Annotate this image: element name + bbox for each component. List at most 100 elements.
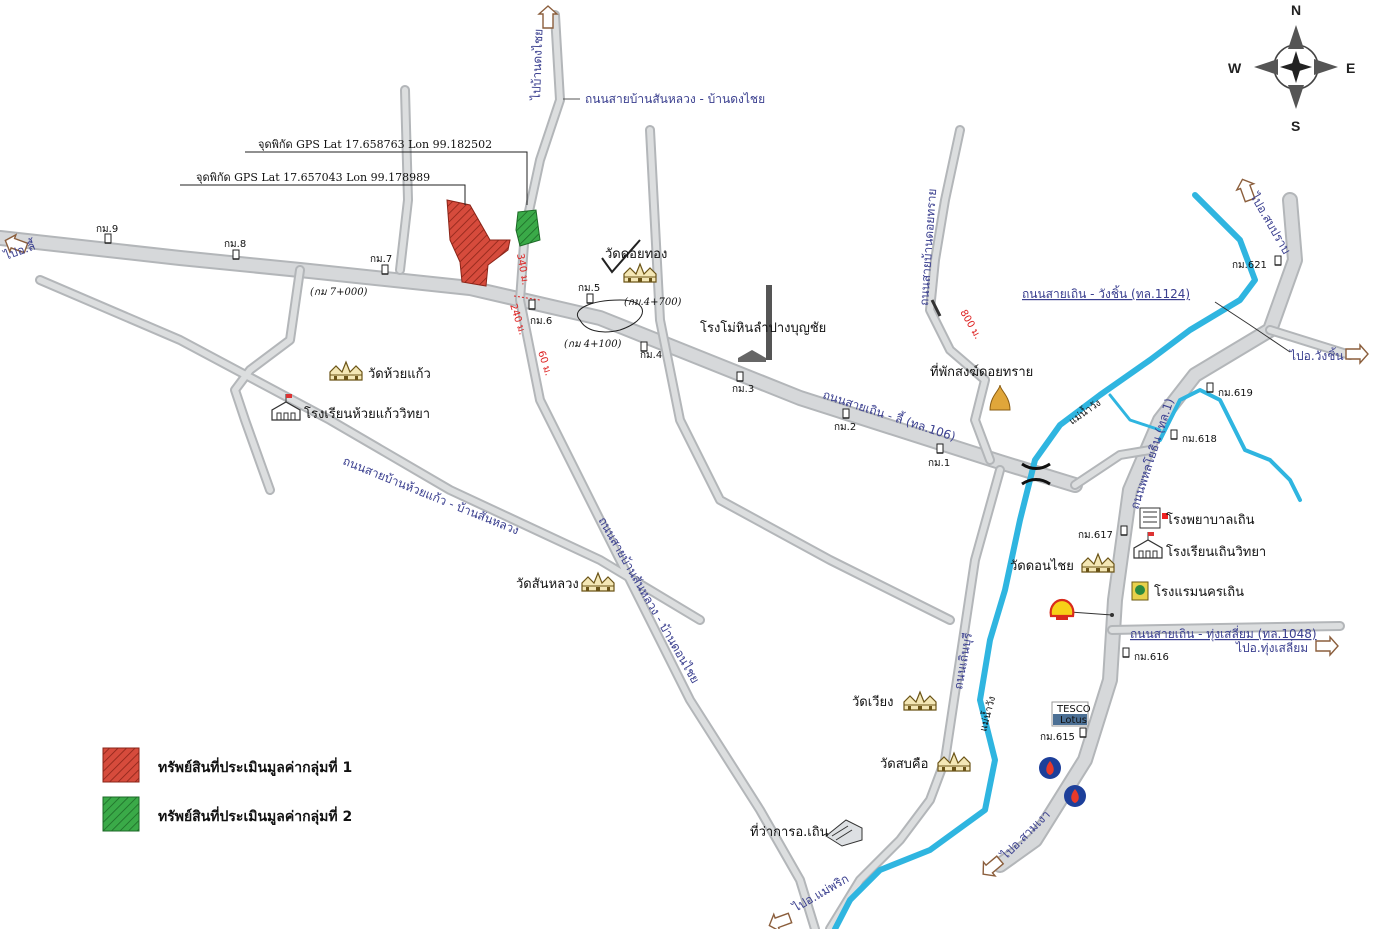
svg-text:โรงเรียนห้วยแก้ววิทยา: โรงเรียนห้วยแก้ววิทยา — [304, 406, 430, 422]
km-619: กม.619 — [1206, 382, 1253, 399]
km-1: กม.1 — [928, 443, 950, 469]
bridge-icon — [1021, 462, 1051, 486]
road-label-huaikaeo-sanluang: ถนนสายบ้านห้วยแก้ว - บ้านสันหลวง — [341, 454, 521, 538]
property-group-1-parcel — [446, 199, 511, 287]
place-school-huai-kaeo: โรงเรียนห้วยแก้ววิทยา — [271, 393, 430, 422]
svg-text:กม.6: กม.6 — [530, 316, 552, 327]
road-thoen-li — [0, 230, 1083, 493]
svg-text:โรงแรมนครเถิน: โรงแรมนครเถิน — [1154, 584, 1244, 600]
place-wat-huai-kaeo: วัดห้วยแก้ว — [329, 361, 431, 382]
km-617: กม.617 — [1078, 525, 1128, 541]
svg-text:วัดสันหลวง: วัดสันหลวง — [516, 577, 579, 592]
svg-text:กม.5: กม.5 — [578, 283, 600, 294]
river-label-wang-1: แม่น้ำวัง — [1066, 395, 1104, 427]
svg-text:โรงเรียนเถินวิทยา: โรงเรียนเถินวิทยา — [1166, 544, 1266, 560]
svg-text:กม.615: กม.615 — [1040, 732, 1075, 743]
compass-s: S — [1291, 118, 1300, 134]
km-4-100: (กม 4+100) — [564, 339, 622, 350]
svg-text:กม.4: กม.4 — [640, 350, 662, 361]
gps-leaders — [180, 151, 528, 205]
road-label-thoen-thungsaliam: ถนนสายเถิน - ทุ่งเสลี่ยม (ทล.1048) — [1130, 625, 1317, 642]
km-9: กม.9 — [96, 224, 118, 244]
place-wat-don-chai: วัดดอนไชย — [1010, 553, 1115, 574]
svg-text:วัดดอนไชย: วัดดอนไชย — [1010, 558, 1074, 574]
legend-item-group-1: ทรัพย์สินที่ประเมินมูลค่ากลุ่มที่ 1 — [102, 747, 352, 783]
place-mill: โรงโม่หินลำปางบุญชัย — [700, 285, 826, 362]
place-hotel: โรงแรมนครเถิน — [1131, 581, 1244, 601]
svg-text:กม.616: กม.616 — [1134, 652, 1169, 663]
svg-text:TESCO: TESCO — [1056, 704, 1091, 715]
km-2: กม.2 — [834, 408, 856, 433]
km-6: กม.6 — [528, 299, 552, 327]
svg-text:วัดสบคือ: วัดสบคือ — [880, 756, 928, 772]
road-label-sanluang-doichai: ถนนสายบ้านสันหลวง - บ้านดอนไชย — [595, 515, 702, 686]
road-label-to-wangchin: ไปอ.วังชิ้น — [1289, 347, 1344, 363]
road-huaikaeo-sanluang — [35, 275, 705, 625]
arrow-to-maephrik — [765, 908, 794, 929]
km-3: กม.3 — [732, 371, 754, 395]
compass-rose: N S E W — [1228, 2, 1355, 134]
km-8: กม.8 — [224, 239, 246, 260]
km-615: กม.615 — [1040, 727, 1087, 743]
ptt-station-icon-2 — [1064, 785, 1086, 807]
km-618: กม.618 — [1170, 429, 1217, 445]
km-621: กม.621 — [1232, 255, 1282, 271]
ptt-station-icon-1 — [1039, 757, 1061, 779]
wat-doi-thong-track — [577, 299, 643, 333]
legend-label-group-2: ทรัพย์สินที่ประเมินมูลค่ากลุ่มที่ 2 — [158, 806, 352, 825]
road-label-sanluang-dongchai: ถนนสายบ้านสันหลวง - บ้านดงไชย — [585, 92, 765, 106]
place-wat-doi-thong: วัดดอยทอง — [605, 247, 667, 283]
place-monk-residence: ที่พักสงฆ์ดอยทราย — [930, 363, 1033, 411]
road-sanluang-dongchai — [515, 10, 820, 929]
svg-text:วัดห้วยแก้ว: วัดห้วยแก้ว — [368, 367, 431, 382]
svg-text:กม.617: กม.617 — [1078, 530, 1113, 541]
svg-text:กม.8: กม.8 — [224, 239, 246, 250]
svg-text:กม.619: กม.619 — [1218, 388, 1253, 399]
svg-text:ที่พักสงฆ์ดอยทราย: ที่พักสงฆ์ดอยทราย — [930, 363, 1033, 380]
km-4: กม.4 — [640, 341, 662, 361]
shell-station-icon — [1049, 598, 1075, 620]
legend-label-group-1: ทรัพย์สินที่ประเมินมูลค่ากลุ่มที่ 1 — [158, 757, 352, 776]
place-tesco-lotus: TESCO Lotus — [1051, 701, 1091, 727]
road-label-to-thungsaliam: ไปอ.ทุ่งเสลี่ยม — [1235, 639, 1308, 656]
svg-text:กม.3: กม.3 — [732, 384, 754, 395]
place-wat-sop-khue: วัดสบคือ — [880, 752, 971, 772]
road-network — [0, 10, 1355, 929]
km-7-000: (กม 7+000) — [310, 287, 368, 298]
legend-item-group-2: ทรัพย์สินที่ประเมินมูลค่ากลุ่มที่ 2 — [102, 796, 352, 832]
km-5: กม.5 — [578, 283, 600, 304]
compass-e: E — [1346, 60, 1355, 76]
svg-text:ที่ว่าการอ.เถิน: ที่ว่าการอ.เถิน — [750, 823, 829, 840]
place-school-thoen: โรงเรียนเถินวิทยา — [1133, 531, 1266, 560]
place-wat-wiang: วัดเวียง — [852, 691, 937, 711]
wat-doi-thong-mark — [601, 239, 641, 274]
distance-800: 800 ม. — [957, 308, 983, 341]
arrow-to-thungsaliam — [1315, 636, 1339, 656]
km-markers: กม.9 กม.8 กม.7 (กม 7+000) กม.6 กม.5 (กม.… — [96, 224, 1282, 743]
gps-point-1: จุดพิกัด GPS Lat 17.658763 Lon 99.182502 — [258, 138, 492, 151]
svg-text:Lotus: Lotus — [1060, 715, 1087, 726]
distance-340: 340 ม. — [514, 253, 530, 286]
compass-w: W — [1228, 60, 1242, 76]
road-label-thoen-wangchin: ถนนสายเถิน - วังชิ้น (ทล.1124) — [1022, 285, 1190, 301]
place-hospital: โรงพยาบาลเถิน — [1139, 507, 1255, 529]
legend: ทรัพย์สินที่ประเมินมูลค่ากลุ่มที่ 1 ทรัพ… — [102, 747, 352, 832]
arrow-to-wangchin — [1345, 344, 1369, 364]
svg-text:โรงโม่หินลำปางบุญชัย: โรงโม่หินลำปางบุญชัย — [700, 320, 826, 336]
place-district-office: ที่ว่าการอ.เถิน — [750, 819, 863, 847]
road-name-thoen-wangchin: ถนนสายเถิน - วังชิ้น (ทล.1124) — [1022, 285, 1291, 353]
place-wat-san-luang: วัดสันหลวง — [516, 572, 615, 592]
km-616: กม.616 — [1122, 647, 1169, 663]
road-name-sanluang-dongchai: ถนนสายบ้านสันหลวง - บ้านดงไชย — [563, 92, 765, 106]
svg-text:กม.9: กม.9 — [96, 224, 118, 235]
gps-point-2: จุดพิกัด GPS Lat 17.657043 Lon 99.178989 — [196, 171, 430, 184]
compass-n: N — [1291, 2, 1301, 18]
doi-sai-segment — [930, 299, 942, 317]
km-4-700: (กม.4+700) — [624, 297, 682, 308]
svg-text:กม.621: กม.621 — [1232, 260, 1267, 271]
svg-text:กม.2: กม.2 — [834, 422, 856, 433]
svg-text:กม.7: กม.7 — [370, 254, 392, 265]
property-group-2-parcel — [515, 209, 541, 247]
svg-text:วัดเวียง: วัดเวียง — [852, 694, 893, 710]
svg-text:กม.618: กม.618 — [1182, 434, 1217, 445]
